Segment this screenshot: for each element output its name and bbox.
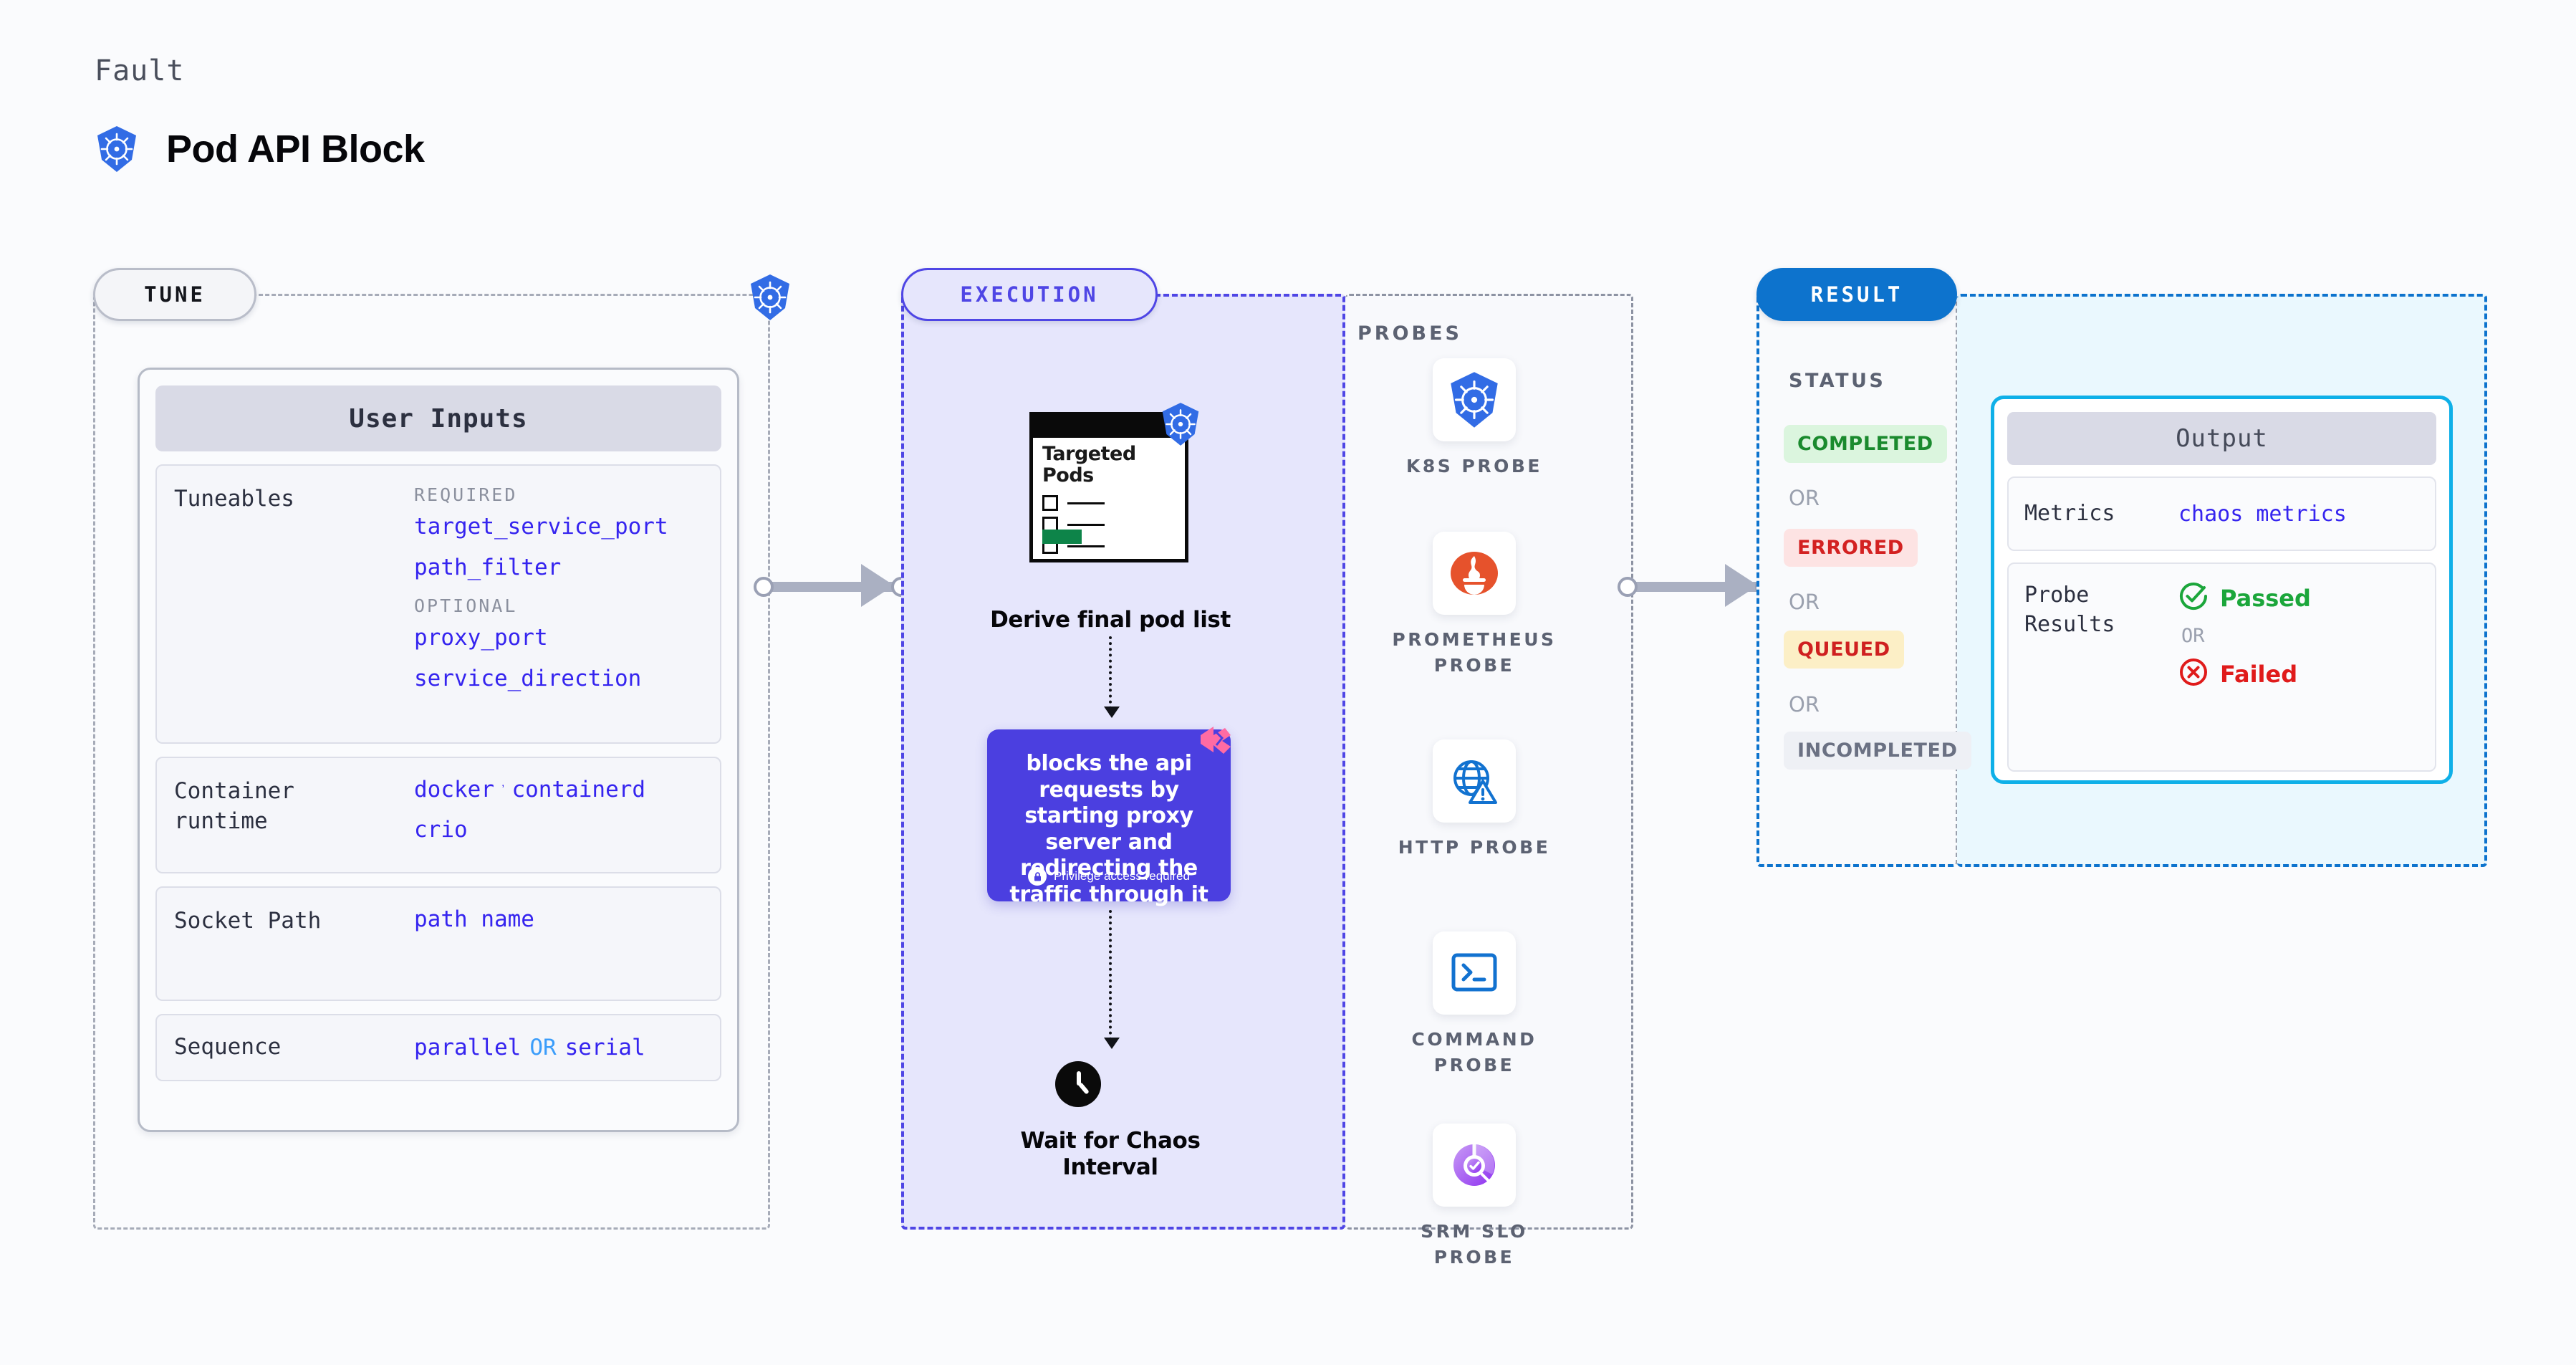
status-badge-completed: COMPLETED xyxy=(1784,425,1947,463)
lock-icon xyxy=(1028,867,1047,886)
kubernetes-icon xyxy=(95,125,139,173)
status-title: STATUS xyxy=(1789,370,1886,392)
status-or-2: OR xyxy=(1789,590,1820,614)
prometheus-icon xyxy=(1433,532,1516,615)
checkbox-icon xyxy=(1042,495,1058,511)
targeted-pods-doc: Targeted Pods xyxy=(1029,403,1199,562)
output-card: Output Metrics chaos metrics Probe Resul… xyxy=(1991,396,2453,784)
probe-command[interactable]: COMMAND PROBE xyxy=(1367,931,1582,1079)
targeted-pods-title: Targeted Pods xyxy=(1042,443,1136,487)
container-runtime-label: Container runtime xyxy=(174,778,294,834)
tuneables-values: REQUIRED target_service_port path_filter… xyxy=(414,484,668,724)
tuneable-path-filter[interactable]: path_filter xyxy=(414,555,562,580)
probe-label: PROMETHEUS PROBE xyxy=(1392,629,1557,676)
probe-prometheus[interactable]: PROMETHEUS PROBE xyxy=(1367,532,1582,679)
status-badge-queued: QUEUED xyxy=(1784,631,1904,669)
required-heading: REQUIRED xyxy=(414,484,518,505)
optional-heading: OPTIONAL xyxy=(414,595,518,616)
x-circle-icon xyxy=(2178,657,2209,691)
output-title: Output xyxy=(2007,412,2436,465)
kubernetes-icon xyxy=(1160,402,1201,450)
derive-pod-list-caption: Derive final pod list xyxy=(990,607,1231,633)
socket-path-row: Socket Path path name xyxy=(155,886,721,1001)
wait-interval-caption: Wait for Chaos Interval xyxy=(1020,1128,1201,1181)
probe-results-values: Passed OR Failed xyxy=(2178,581,2311,753)
tune-frame xyxy=(93,294,770,1230)
probe-http[interactable]: HTTP PROBE xyxy=(1367,739,1582,861)
sequence-serial[interactable]: serial xyxy=(564,1035,645,1060)
connector-execution-to-result xyxy=(1618,564,1777,607)
probe-results-label: Probe Results xyxy=(2024,583,2115,637)
probe-label: HTTP PROBE xyxy=(1398,837,1551,858)
globe-warning-icon xyxy=(1433,739,1516,823)
chaos-action-text: blocks the api requests by starting prox… xyxy=(1009,751,1208,907)
probe-results-row: Probe Results Passed OR xyxy=(2007,562,2436,772)
sequence-or: OR xyxy=(529,1035,557,1060)
sequence-values: parallel OR serial xyxy=(414,1035,645,1060)
privilege-note-text: Privilege access required xyxy=(1054,869,1190,883)
probe-result-failed: Failed xyxy=(2178,657,2311,691)
metrics-label: Metrics xyxy=(2024,500,2115,526)
probes-title: PROBES xyxy=(1357,322,1463,345)
chaos-action-card: blocks the api requests by starting prox… xyxy=(987,727,1231,907)
probe-srm-slo[interactable]: SRM SLO PROBE xyxy=(1367,1124,1582,1271)
status-badge-incompleted: INCOMPLETED xyxy=(1784,732,1971,770)
socket-path-values: path name xyxy=(414,906,534,981)
terminal-icon xyxy=(1433,931,1516,1015)
metrics-value[interactable]: chaos metrics xyxy=(2178,501,2347,527)
sequence-label: Sequence xyxy=(174,1034,282,1060)
flow-arrow-1 xyxy=(1104,636,1120,718)
slo-donut-icon xyxy=(1433,1124,1516,1207)
status-or-3: OR xyxy=(1789,692,1820,717)
runtime-crio[interactable]: crio xyxy=(414,817,468,843)
status-badge-errored: ERRORED xyxy=(1784,529,1918,567)
sequence-row: Sequence parallel OR serial xyxy=(155,1014,721,1081)
runtime-containerd[interactable]: containerd xyxy=(511,777,646,803)
page-title: Pod API Block xyxy=(166,128,425,171)
tuneable-service-direction[interactable]: service_direction xyxy=(414,666,642,691)
tuneables-label: Tuneables xyxy=(174,486,294,512)
failed-label: Failed xyxy=(2220,660,2298,688)
kubernetes-icon xyxy=(1433,358,1516,441)
fault-kicker: Fault xyxy=(95,54,185,87)
container-runtime-values: docker , containerd crio xyxy=(414,777,645,853)
probe-label: SRM SLO PROBE xyxy=(1421,1221,1528,1268)
container-runtime-row: Container runtime docker , containerd cr… xyxy=(155,757,721,873)
result-stage-pill[interactable]: RESULT xyxy=(1756,268,1957,321)
tuneables-row: Tuneables REQUIRED target_service_port p… xyxy=(155,464,721,744)
tune-kubernetes-badge xyxy=(748,274,792,325)
passed-label: Passed xyxy=(2220,584,2311,612)
user-inputs-title: User Inputs xyxy=(155,385,721,451)
probe-label: COMMAND PROBE xyxy=(1411,1029,1537,1076)
probe-k8s[interactable]: K8S PROBE xyxy=(1367,358,1582,479)
probe-result-passed: Passed xyxy=(2178,581,2311,615)
tuneable-proxy-port[interactable]: proxy_port xyxy=(414,625,548,651)
status-frame xyxy=(1756,294,1957,867)
connector-tune-to-execution xyxy=(754,564,913,607)
tuneable-target-service-port[interactable]: target_service_port xyxy=(414,514,668,540)
probe-label: K8S PROBE xyxy=(1406,456,1542,476)
pod-list-item xyxy=(1042,495,1105,511)
runtime-separator: , xyxy=(501,777,505,789)
probe-result-or: OR xyxy=(2181,625,2205,647)
socket-path-label: Socket Path xyxy=(174,908,322,934)
check-circle-icon xyxy=(2178,581,2209,615)
status-or-1: OR xyxy=(1789,486,1820,510)
privilege-note-row: Privilege access required xyxy=(987,867,1231,886)
socket-path-value[interactable]: path name xyxy=(414,906,534,932)
sequence-parallel[interactable]: parallel xyxy=(414,1035,522,1060)
harness-ribbon-icon xyxy=(1198,724,1235,755)
execution-stage-pill[interactable]: EXECUTION xyxy=(901,268,1158,321)
runtime-docker[interactable]: docker xyxy=(414,777,494,803)
clock-icon xyxy=(1055,1061,1101,1107)
fault-title-row: Pod API Block xyxy=(95,125,425,173)
user-inputs-card: User Inputs Tuneables REQUIRED target_se… xyxy=(138,368,739,1132)
progress-bar xyxy=(1042,530,1082,544)
flow-arrow-2 xyxy=(1104,910,1120,1049)
metrics-row: Metrics chaos metrics xyxy=(2007,476,2436,551)
tune-stage-pill[interactable]: TUNE xyxy=(93,268,256,321)
